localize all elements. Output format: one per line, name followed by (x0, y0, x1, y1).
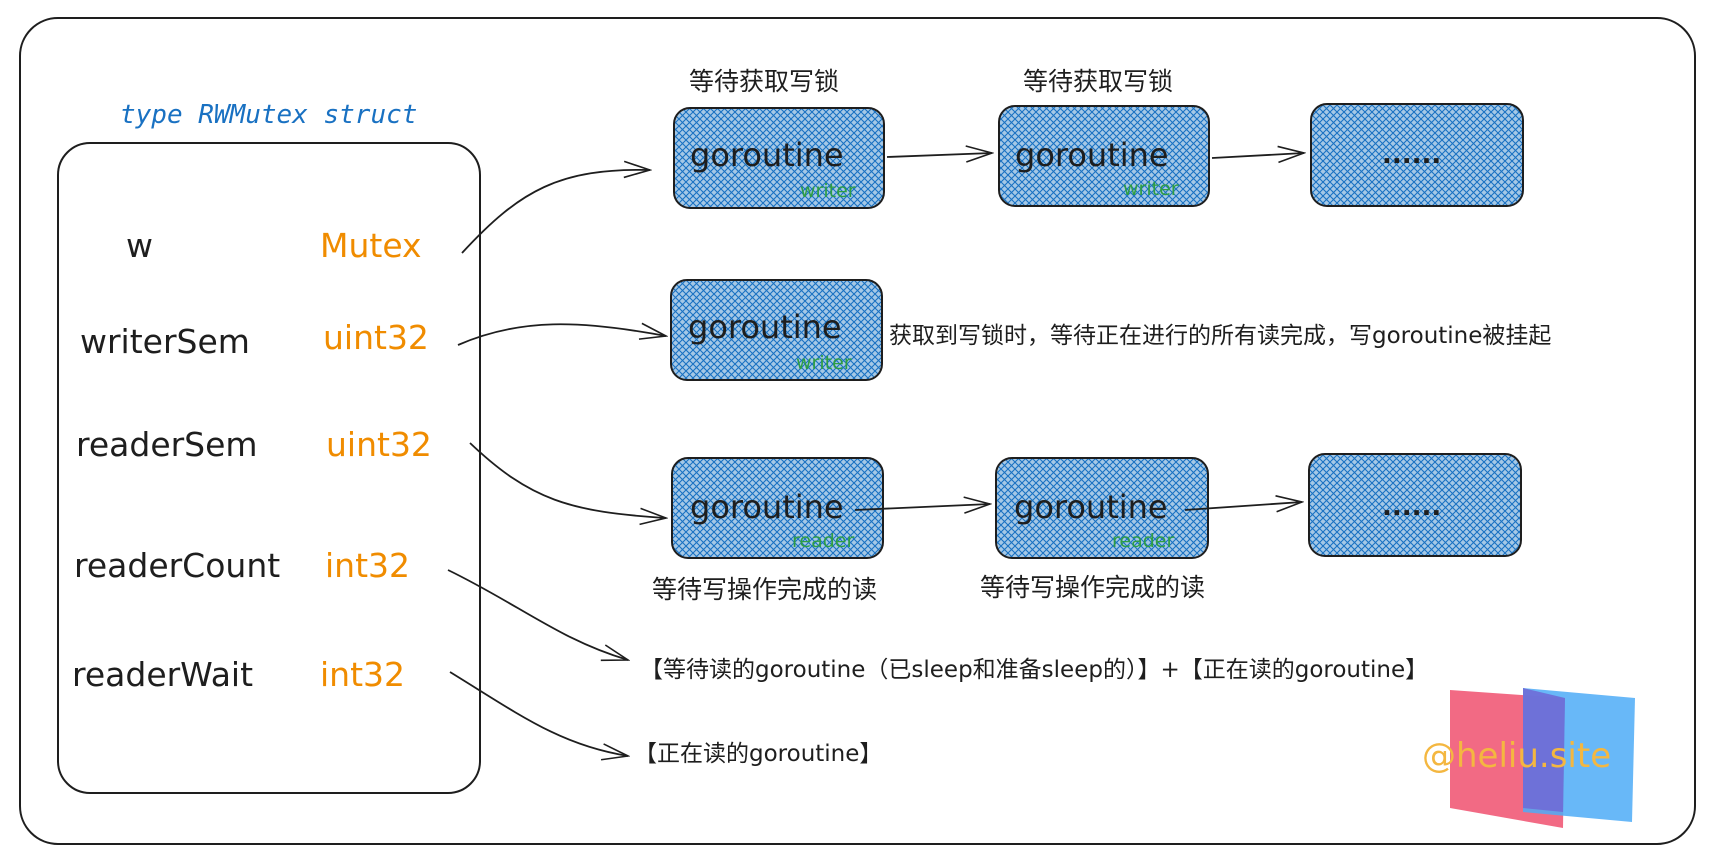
field-type-readercount: int32 (325, 546, 411, 585)
field-name-readersem: readerSem (76, 425, 258, 464)
field-type-w: Mutex (320, 226, 422, 265)
watermark-text: @heliu.site (1422, 736, 1612, 776)
reader-count-note: 【等待读的goroutine（已sleep和准备sleep的）】+【正在读的go… (640, 657, 1429, 683)
active-writer-role: writer (796, 352, 852, 374)
writer-box-2-role: writer (1123, 178, 1179, 200)
arrow-reader-2-to-more (1184, 502, 1302, 510)
field-type-readersem: uint32 (326, 425, 432, 464)
writer-caption-1: 等待获取写锁 (689, 67, 840, 96)
writer-box-more-label: ...... (1382, 140, 1442, 170)
writer-box-2-label: goroutine (1015, 136, 1169, 174)
writer-caption-2: 等待获取写锁 (1023, 67, 1174, 96)
active-writer-box (670, 279, 883, 381)
struct-title: type RWMutex struct (120, 100, 418, 130)
watermark-logo (1450, 688, 1635, 828)
writer-box-1-role: writer (800, 180, 856, 202)
writer-box-more (1310, 103, 1524, 207)
reader-box-2-label: goroutine (1014, 488, 1168, 526)
arrow-reader-1-to-2 (854, 504, 990, 510)
arrow-readersem-to-reader-queue (469, 442, 666, 518)
field-type-readerwait: int32 (320, 655, 406, 694)
field-name-readerwait: readerWait (72, 655, 254, 694)
arrow-readerwait-to-note (449, 671, 628, 756)
field-type-writersem: uint32 (323, 318, 429, 357)
arrow-writer-1-to-2 (886, 153, 992, 157)
active-writer-note: 获取到写锁时，等待正在进行的所有读完成，写goroutine被挂起 (889, 323, 1552, 349)
reader-box-2-role: reader (1112, 530, 1175, 552)
arrow-w-to-writer-queue (461, 170, 650, 254)
writer-box-1 (673, 107, 885, 209)
reader-box-1-label: goroutine (690, 488, 844, 526)
field-name-w: w (126, 226, 153, 265)
arrow-writer-2-to-more (1211, 153, 1304, 158)
reader-wait-note: 【正在读的goroutine】 (634, 741, 883, 767)
reader-box-more-label: ...... (1382, 492, 1442, 522)
field-name-writersem: writerSem (80, 322, 250, 361)
struct-box (57, 142, 481, 794)
reader-caption-1: 等待写操作完成的读 (652, 575, 878, 604)
arrow-readercount-to-note (447, 569, 628, 660)
field-name-readercount: readerCount (74, 546, 281, 585)
outer-frame (19, 17, 1696, 845)
reader-caption-2: 等待写操作完成的读 (980, 573, 1206, 602)
writer-box-2 (998, 105, 1210, 207)
reader-box-more (1308, 453, 1522, 557)
active-writer-label: goroutine (688, 308, 842, 346)
reader-box-1-role: reader (792, 530, 855, 552)
arrow-writersem-to-active (457, 324, 666, 346)
writer-box-1-label: goroutine (690, 136, 844, 174)
